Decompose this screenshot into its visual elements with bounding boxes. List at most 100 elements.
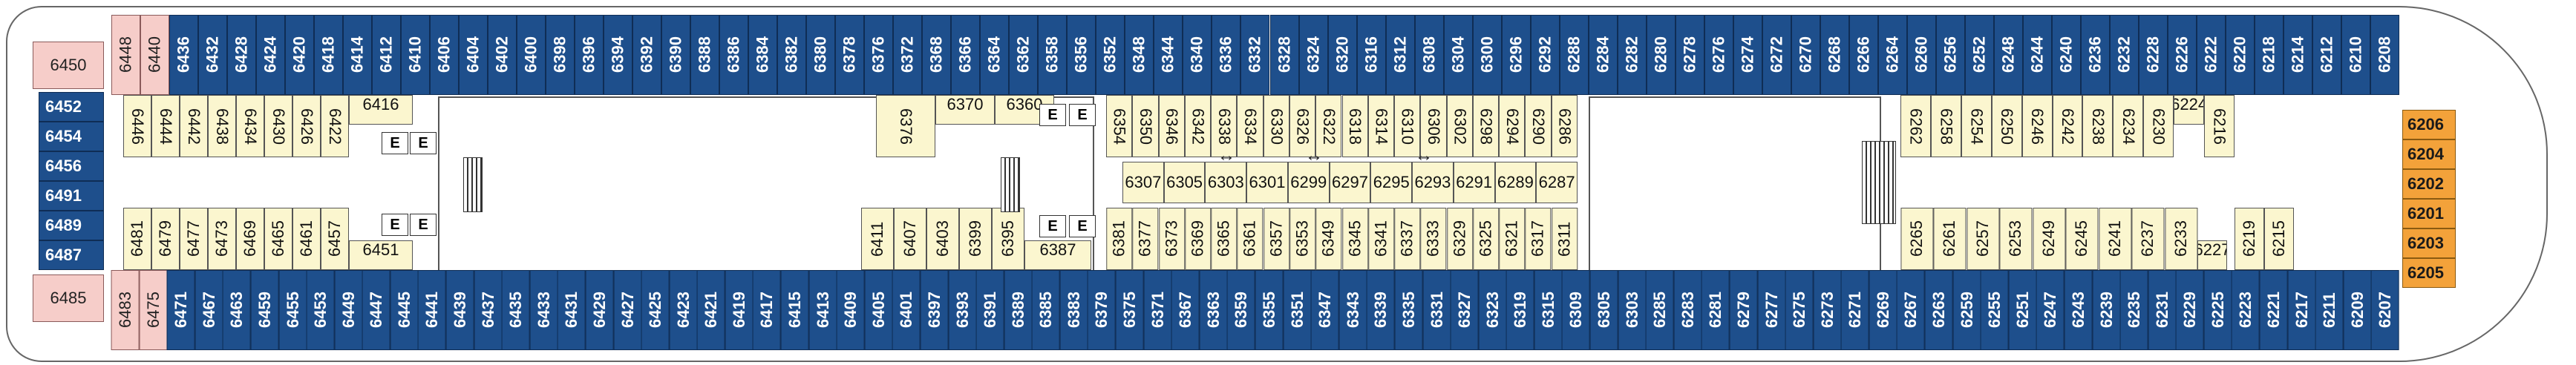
cabin-6363[interactable]: 6363 (1199, 270, 1228, 350)
cabin-6322[interactable]: 6322 (1315, 95, 1342, 157)
cabin-6230[interactable]: 6230 (2143, 95, 2174, 157)
cabin-6285[interactable]: 6285 (1646, 270, 1674, 350)
cabin-6303[interactable]: 6303 (1205, 162, 1247, 203)
cabin-6208[interactable]: 6208 (2370, 15, 2399, 95)
cabin-6201[interactable]: 6201 (2402, 199, 2456, 228)
cabin-6237[interactable]: 6237 (2131, 208, 2165, 270)
cabin-6430[interactable]: 6430 (264, 95, 292, 157)
cabin-6409[interactable]: 6409 (837, 270, 865, 350)
cabin-6259[interactable]: 6259 (1952, 270, 1981, 350)
cabin-6382[interactable]: 6382 (777, 15, 807, 95)
cabin-6435[interactable]: 6435 (502, 270, 530, 350)
cabin-6255[interactable]: 6255 (1981, 270, 2009, 350)
cabin-6298[interactable]: 6298 (1472, 95, 1500, 157)
cabin-6223[interactable]: 6223 (2232, 270, 2260, 350)
cabin-6292[interactable]: 6292 (1530, 15, 1560, 95)
cabin-6481[interactable]: 6481 (123, 208, 151, 270)
cabin-6469[interactable]: 6469 (236, 208, 264, 270)
cabin-6293[interactable]: 6293 (1412, 162, 1454, 203)
cabin-6218[interactable]: 6218 (2254, 15, 2284, 95)
cabin-6405[interactable]: 6405 (864, 270, 893, 350)
cabin-6442[interactable]: 6442 (180, 95, 208, 157)
cabin-6262[interactable]: 6262 (1900, 95, 1931, 157)
cabin-6306[interactable]: 6306 (1420, 95, 1447, 157)
cabin-6220[interactable]: 6220 (2225, 15, 2255, 95)
cabin-6370[interactable]: 6370 (935, 95, 995, 125)
cabin-6383[interactable]: 6383 (1059, 270, 1088, 350)
cabin-6342[interactable]: 6342 (1184, 95, 1212, 157)
cabin-6380[interactable]: 6380 (806, 15, 836, 95)
cabin-6391[interactable]: 6391 (976, 270, 1004, 350)
cabin-6256[interactable]: 6256 (1935, 15, 1965, 95)
cabin-6249[interactable]: 6249 (2032, 208, 2066, 270)
cabin-6436[interactable]: 6436 (169, 15, 199, 95)
cabin-6214[interactable]: 6214 (2283, 15, 2312, 95)
cabin-6206[interactable]: 6206 (2402, 110, 2456, 139)
cabin-6301[interactable]: 6301 (1246, 162, 1288, 203)
cabin-6356[interactable]: 6356 (1067, 15, 1096, 95)
cabin-6378[interactable]: 6378 (835, 15, 865, 95)
cabin-6473[interactable]: 6473 (208, 208, 236, 270)
cabin-6371[interactable]: 6371 (1143, 270, 1172, 350)
cabin-6376[interactable]: 6376 (876, 95, 935, 157)
cabin-6416[interactable]: 6416 (349, 95, 413, 125)
cabin-6267[interactable]: 6267 (1897, 270, 1926, 350)
cabin-6392[interactable]: 6392 (632, 15, 662, 95)
cabin-6440[interactable]: 6440 (140, 15, 169, 95)
cabin-6456[interactable]: 6456 (39, 151, 104, 181)
cabin-6315[interactable]: 6315 (1534, 270, 1563, 350)
cabin-6337[interactable]: 6337 (1394, 208, 1421, 270)
cabin-6254[interactable]: 6254 (1961, 95, 1992, 157)
cabin-6433[interactable]: 6433 (529, 270, 558, 350)
cabin-6295[interactable]: 6295 (1370, 162, 1413, 203)
cabin-6421[interactable]: 6421 (697, 270, 725, 350)
cabin-6398[interactable]: 6398 (546, 15, 575, 95)
cabin-6320[interactable]: 6320 (1327, 15, 1357, 95)
cabin-6305[interactable]: 6305 (1163, 162, 1206, 203)
cabin-6437[interactable]: 6437 (474, 270, 503, 350)
cabin-6423[interactable]: 6423 (669, 270, 698, 350)
cabin-6427[interactable]: 6427 (613, 270, 642, 350)
cabin-6362[interactable]: 6362 (1009, 15, 1039, 95)
cabin-6281[interactable]: 6281 (1701, 270, 1730, 350)
cabin-6286[interactable]: 6286 (1551, 95, 1578, 157)
cabin-6414[interactable]: 6414 (343, 15, 373, 95)
cabin-6296[interactable]: 6296 (1501, 15, 1531, 95)
cabin-6294[interactable]: 6294 (1499, 95, 1526, 157)
cabin-6272[interactable]: 6272 (1762, 15, 1791, 95)
cabin-6394[interactable]: 6394 (604, 15, 633, 95)
cabin-6432[interactable]: 6432 (198, 15, 228, 95)
cabin-6269[interactable]: 6269 (1869, 270, 1897, 350)
cabin-6236[interactable]: 6236 (2080, 15, 2110, 95)
cabin-6268[interactable]: 6268 (1820, 15, 1849, 95)
cabin-6326[interactable]: 6326 (1289, 95, 1316, 157)
cabin-6483[interactable]: 6483 (111, 270, 140, 350)
cabin-6406[interactable]: 6406 (430, 15, 460, 95)
cabin-6222[interactable]: 6222 (2196, 15, 2226, 95)
cabin-6348[interactable]: 6348 (1125, 15, 1154, 95)
cabin-6335[interactable]: 6335 (1394, 270, 1423, 350)
cabin-6403[interactable]: 6403 (926, 208, 959, 270)
cabin-6239[interactable]: 6239 (2092, 270, 2121, 350)
cabin-6265[interactable]: 6265 (1900, 208, 1934, 270)
cabin-6329[interactable]: 6329 (1446, 208, 1473, 270)
cabin-6355[interactable]: 6355 (1255, 270, 1284, 350)
cabin-6351[interactable]: 6351 (1283, 270, 1312, 350)
cabin-6372[interactable]: 6372 (893, 15, 923, 95)
cabin-6311[interactable]: 6311 (1551, 208, 1578, 270)
cabin-6231[interactable]: 6231 (2148, 270, 2177, 350)
cabin-6209[interactable]: 6209 (2343, 270, 2372, 350)
cabin-6221[interactable]: 6221 (2260, 270, 2288, 350)
cabin-6448[interactable]: 6448 (111, 15, 140, 95)
cabin-6475[interactable]: 6475 (139, 270, 168, 350)
cabin-6242[interactable]: 6242 (2052, 95, 2083, 157)
cabin-6252[interactable]: 6252 (1964, 15, 1994, 95)
cabin-6340[interactable]: 6340 (1183, 15, 1212, 95)
cabin-6319[interactable]: 6319 (1506, 270, 1534, 350)
cabin-6274[interactable]: 6274 (1733, 15, 1762, 95)
cabin-6450[interactable]: 6450 (33, 42, 104, 89)
cabin-6426[interactable]: 6426 (292, 95, 321, 157)
cabin-6381[interactable]: 6381 (1106, 208, 1133, 270)
cabin-6357[interactable]: 6357 (1263, 208, 1289, 270)
cabin-6309[interactable]: 6309 (1562, 270, 1591, 350)
